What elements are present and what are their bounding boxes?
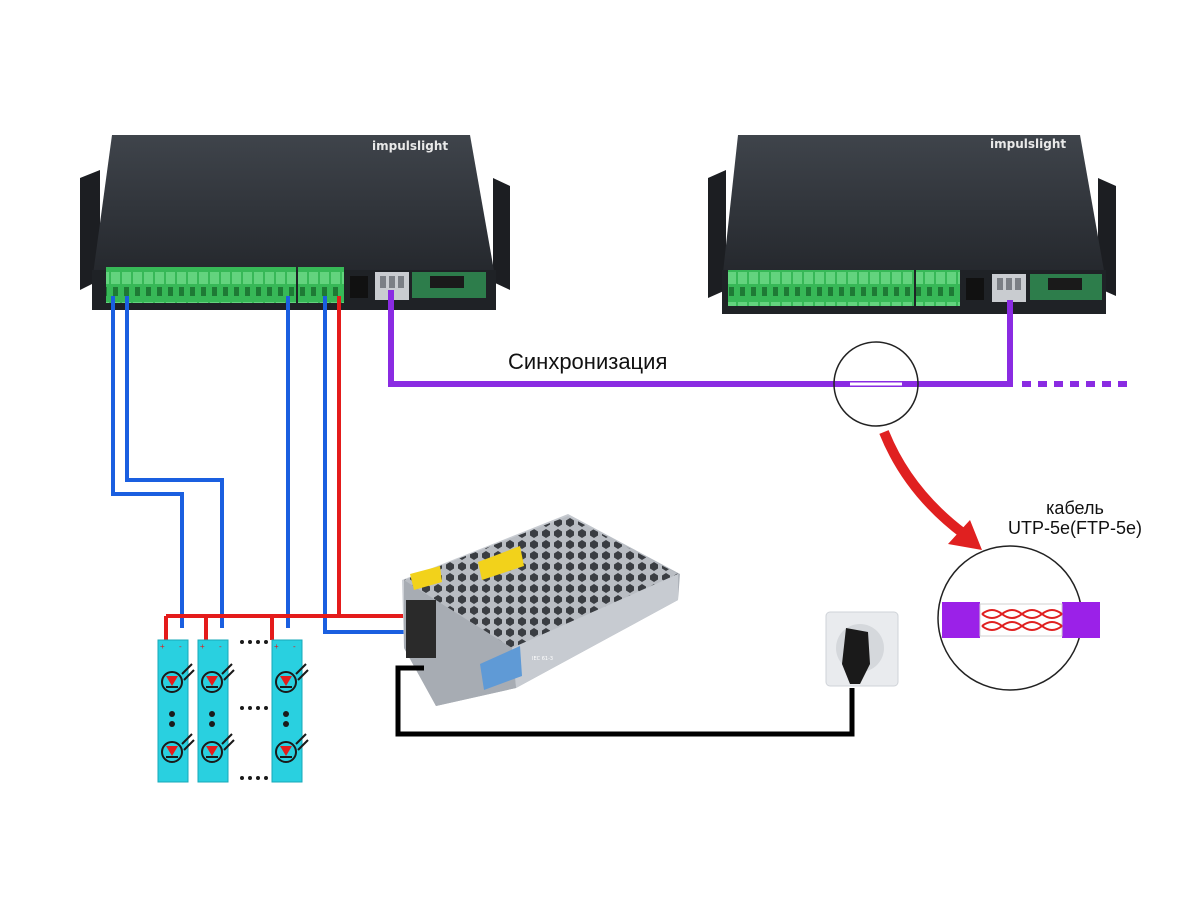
controller-left: impulslight: [80, 135, 510, 310]
brand-logo: impulslight: [372, 139, 448, 153]
led-strip: + -: [197, 639, 235, 783]
light-emission-icon: [181, 733, 195, 751]
cable-label-line2: UTP-5e(FTP-5e): [1007, 518, 1142, 538]
brand-logo: impulslight: [990, 137, 1066, 151]
cable-detail-zoom: [937, 545, 1100, 691]
terminal-block-outputs: [106, 267, 296, 303]
cable-type-label: кабель UTP-5e(FTP-5e): [1000, 498, 1150, 538]
light-emission-icon: [181, 663, 195, 681]
light-emission-icon: [295, 663, 309, 681]
svg-text:+: +: [200, 642, 205, 651]
svg-text:+: +: [274, 642, 279, 651]
led-diode-icon: [201, 741, 223, 763]
terminal-block-power: [916, 270, 960, 306]
light-emission-icon: [221, 733, 235, 751]
cable-label-line1: кабель: [1046, 498, 1104, 518]
psu-model-mark: IEC 61-3: [532, 656, 553, 662]
sync-label: Синхронизация: [508, 349, 668, 374]
zoom-circle-small: [833, 341, 919, 427]
svg-text:-: -: [219, 642, 222, 651]
led-strip: + -: [271, 639, 309, 783]
led-diode-icon: [161, 741, 183, 763]
mains-wire: [395, 665, 855, 737]
controller-right: impulslight: [708, 135, 1116, 314]
strip-continuation-dots: [240, 640, 268, 780]
led-diode-icon: [275, 671, 297, 693]
mains-plug-icon: [842, 628, 870, 684]
light-emission-icon: [295, 733, 309, 751]
light-emission-icon: [221, 663, 235, 681]
power-positive-wire: [164, 296, 420, 640]
twisted-pair-icon: [981, 609, 1063, 631]
led-strip: + -: [157, 639, 195, 783]
led-diode-icon: [161, 671, 183, 693]
terminal-block-outputs: [728, 270, 914, 306]
terminal-block-power: [298, 267, 344, 303]
zoom-arrow: [879, 430, 982, 550]
power-supply-unit: IEC 61-3: [402, 514, 680, 706]
svg-text:+: +: [160, 642, 165, 651]
led-diode-icon: [275, 741, 297, 763]
svg-text:-: -: [179, 642, 182, 651]
led-diode-icon: [201, 671, 223, 693]
svg-text:-: -: [293, 642, 296, 651]
sync-wire: [388, 290, 1130, 387]
signal-wires: [111, 296, 420, 634]
